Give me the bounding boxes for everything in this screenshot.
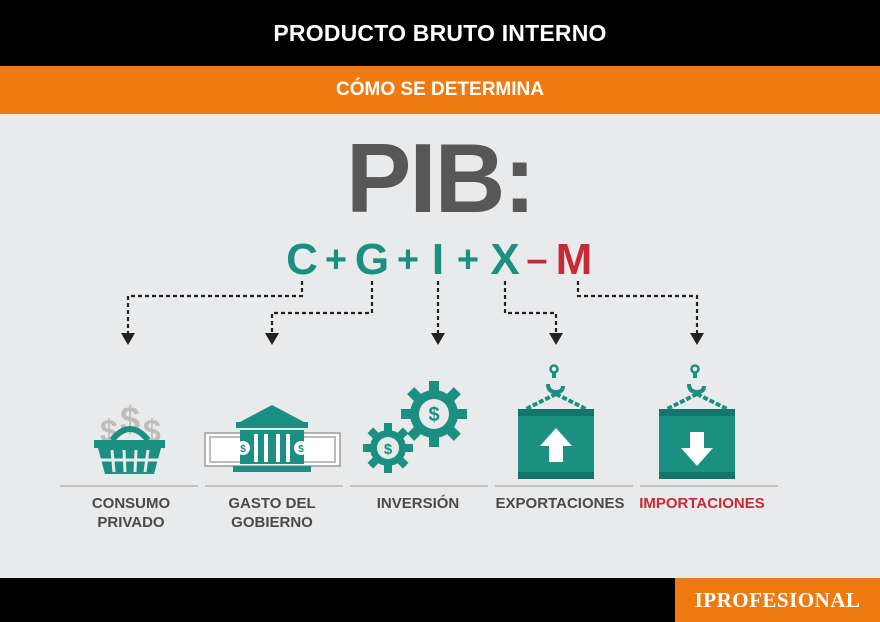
formula: C + G + I + X – M: [286, 235, 592, 284]
brand-name: IPROFESIONAL: [694, 587, 861, 612]
title-bar: PRODUCTO BRUTO INTERNO: [0, 0, 880, 66]
term-g: G: [355, 235, 389, 284]
term-m: M: [556, 235, 593, 284]
crate-down-arrow-icon: [659, 364, 735, 479]
svg-text:$: $: [298, 444, 304, 455]
arrow-down-icon: [549, 333, 563, 345]
svg-text:$: $: [428, 404, 439, 426]
pib-heading: PIB:: [346, 123, 536, 233]
connector-m: [576, 281, 699, 334]
label-inversion: INVERSIÓN: [377, 494, 460, 512]
operator-plus: +: [397, 239, 419, 281]
svg-text:$: $: [384, 441, 393, 458]
page-title: PRODUCTO BRUTO INTERNO: [273, 19, 607, 46]
term-c: C: [286, 235, 318, 284]
arrow-down-icon: [431, 333, 445, 345]
label-consumo: CONSUMO: [92, 495, 171, 512]
brand-logo: IPROFESIONAL: [675, 578, 880, 622]
arrow-down-icon: [265, 333, 279, 345]
operator-plus: +: [457, 239, 479, 281]
label-importaciones: IMPORTACIONES: [639, 495, 765, 512]
svg-text:$: $: [240, 444, 246, 455]
label-privado: PRIVADO: [97, 514, 165, 531]
label-gasto: GASTO DEL: [228, 495, 315, 512]
connector-g: [270, 281, 374, 334]
label-exportaciones: EXPORTACIONES: [496, 495, 625, 512]
label-gobierno: GOBIERNO: [231, 514, 313, 531]
operator-minus: –: [526, 239, 547, 281]
gears-money-icon: $ $: [363, 381, 467, 473]
subtitle-bar: CÓMO SE DETERMINA: [0, 66, 880, 114]
term-i: I: [432, 235, 444, 284]
connectors: [126, 281, 699, 334]
page-subtitle: CÓMO SE DETERMINA: [336, 79, 544, 100]
connector-x: [503, 281, 558, 334]
connector-c: [126, 281, 304, 334]
operator-plus: +: [325, 239, 347, 281]
government-building-money-icon: $ $: [204, 405, 341, 472]
shopping-basket-money-icon: $ $ $: [94, 399, 165, 474]
arrow-down-icon: [690, 333, 704, 345]
arrowheads: [121, 333, 704, 345]
term-x: X: [490, 235, 519, 284]
crate-up-arrow-icon: [518, 364, 594, 479]
component-labels: CONSUMO PRIVADO GASTO DEL GOBIERNO INVER…: [92, 494, 765, 531]
arrow-down-icon: [121, 333, 135, 345]
